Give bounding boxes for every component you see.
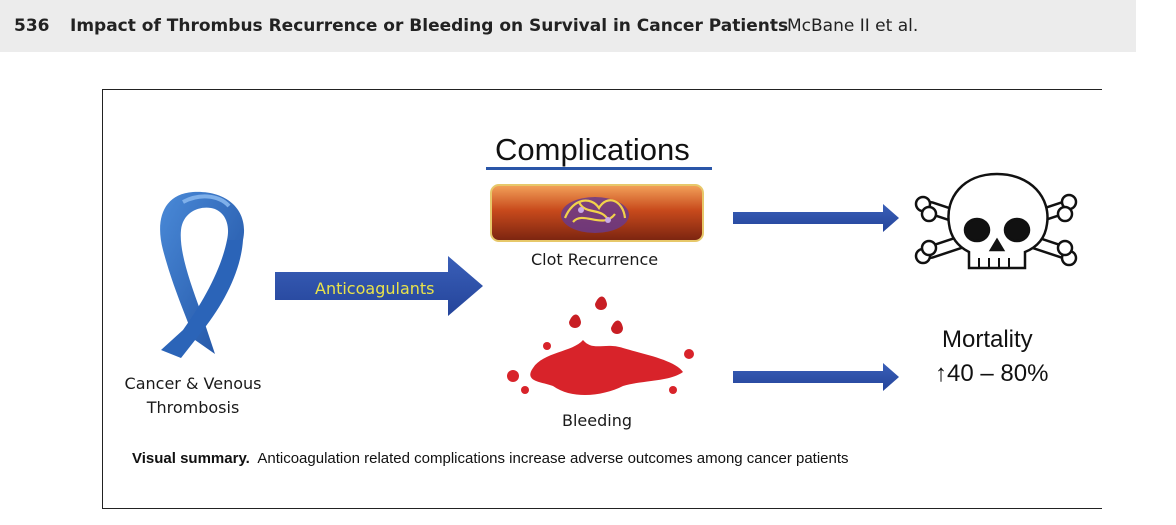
figure-artwork [160,172,1078,396]
bleeding-label: Bleeding [562,411,633,430]
anticoagulants-arrow [275,256,483,316]
blood-splatter-icon [507,296,694,396]
blood-vessel-clot-icon [490,184,704,242]
page-number: 536 [14,16,50,36]
mortality-range: 40 – 80% [947,360,1049,387]
caption-text: Anticoagulation related complications in… [257,450,849,467]
up-arrow-icon: ↑ [935,360,947,387]
complications-underline [486,167,712,170]
mortality-label: Mortality [942,326,1033,353]
clot-recurrence-label: Clot Recurrence [531,250,659,269]
mortality-increase: ↑40 – 80% [935,360,1048,388]
article-title: Impact of Thrombus Recurrence or Bleedin… [70,16,789,36]
clot-outcome-arrow [733,204,899,232]
complications-heading: Complications [495,132,690,167]
caption-label: Visual summary. [132,450,250,467]
skull-crossbones-icon [914,172,1078,270]
visual-summary-figure: Complications Clot Recurrence Bleeding C… [102,89,1102,509]
anticoagulants-label: Anticoagulants [315,279,435,298]
authors: McBane II et al. [787,16,919,36]
awareness-ribbon-icon [160,191,245,358]
cancer-venous-thrombosis-label: Cancer & Venous Thrombosis [124,374,262,417]
bleeding-outcome-arrow [733,363,899,391]
figure-caption: Visual summary. Anticoagulation related … [132,450,849,467]
running-header: 536 Impact of Thrombus Recurrence or Ble… [0,0,1136,52]
